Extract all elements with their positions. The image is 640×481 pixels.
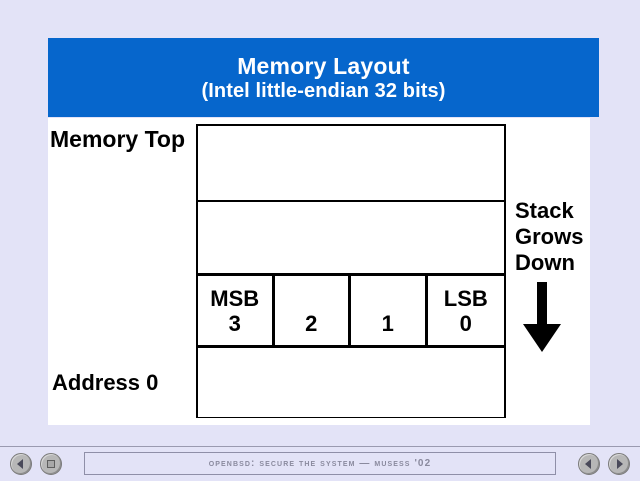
stack-note-line-1: Stack [515,198,574,223]
byte-cell-0-number: 0 [459,310,472,336]
byte-cell-0-label: LSB [443,285,488,311]
slide-title-secondary: (Intel little-endian 32 bits) [201,79,446,102]
byte-cell-1: 1 [351,276,428,345]
stop-presentation-button[interactable] [40,453,62,475]
right-arrow-icon [617,459,623,469]
down-arrow-icon [523,282,561,352]
memory-layout-table: MSB 3 2 1 LSB 0 [196,124,506,418]
slide-content-panel: Memory Top Address 0 MSB 3 2 1 [48,118,590,425]
stop-square-icon [47,460,55,468]
slide-title-primary: Memory Layout [237,52,410,79]
back-arrow-icon [17,459,23,469]
next-slide-button[interactable] [608,453,630,475]
byte-cell-3-number: 3 [228,310,241,336]
previous-slide-button[interactable] [578,453,600,475]
memory-row-word-bytes: MSB 3 2 1 LSB 0 [198,276,504,348]
presentation-footer: OpenBSD: Secure The System — MUSESS '02 [0,446,640,481]
memory-row-middle-empty [198,202,504,276]
byte-cell-1-number: 1 [381,310,394,336]
stack-note-line-3: Down [515,250,575,275]
byte-cell-0: LSB 0 [428,276,505,345]
address-zero-label: Address 0 [52,370,159,395]
slide-canvas: Memory Layout (Intel little-endian 32 bi… [48,38,599,425]
byte-cell-3: MSB 3 [198,276,275,345]
stack-note-line-2: Grows [515,224,584,249]
presentation-title-box: OpenBSD: Secure The System — MUSESS '02 [84,452,556,475]
memory-row-lower-empty [198,348,504,417]
byte-cell-2-number: 2 [305,310,318,336]
byte-cell-3-label: MSB [210,285,260,311]
presentation-title-text: OpenBSD: Secure The System — MUSESS '02 [208,458,432,469]
memory-top-label: Memory Top [50,126,186,152]
memory-row-upper-empty [198,126,504,202]
byte-cell-2: 2 [275,276,351,345]
first-slide-button[interactable] [10,453,32,475]
left-arrow-icon [585,459,591,469]
slide-title-banner: Memory Layout (Intel little-endian 32 bi… [48,38,599,117]
stack-growth-annotation: Stack Grows Down [515,198,590,354]
